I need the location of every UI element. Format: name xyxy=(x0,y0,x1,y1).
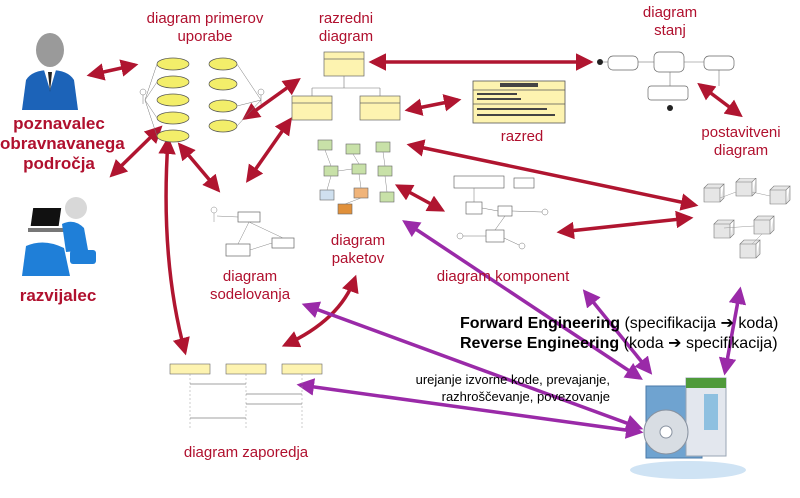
state-diagram-thumbnail xyxy=(597,51,735,111)
collaboration-diagram-thumbnail xyxy=(210,206,295,257)
deployment-diagram-thumbnail xyxy=(703,178,791,259)
arrow-component-deploy xyxy=(556,210,694,240)
reverse-engineering-text: Reverse Engineering (koda ➔ specifikacij… xyxy=(460,334,778,354)
label-state-diagram: diagram stanj xyxy=(642,4,698,39)
tasks-text: urejanje izvorne kode, prevajanje, razhr… xyxy=(415,372,610,404)
label-developer: razvijalec xyxy=(19,286,97,305)
label-component-diagram: diagram komponent xyxy=(436,268,570,285)
label-sequence-diagram: diagram zaporedja xyxy=(183,444,309,461)
arrow-usecase-sequence xyxy=(158,136,190,356)
arrow-sequence-software xyxy=(296,378,644,439)
software-box-icon xyxy=(630,377,746,479)
arrow-deploy-software xyxy=(718,286,747,376)
arrow-developer-usecase xyxy=(109,125,163,178)
label-domain-expert: poznavalec obravnavanega področja xyxy=(0,114,125,173)
arrow-package-deploy xyxy=(406,139,699,211)
arrow-package-component xyxy=(394,184,446,212)
reverse-engineering-desc: (koda ➔ specifikacija) xyxy=(619,335,778,352)
label-deployment-diagram: postavitveni diagram xyxy=(701,124,781,159)
arrow-usecase-class xyxy=(242,77,301,121)
reverse-engineering-title: Reverse Engineering xyxy=(460,335,620,352)
arrow-class-razred xyxy=(404,94,462,116)
package-diagram-thumbnail xyxy=(317,139,395,215)
class-diagram-thumbnail xyxy=(291,51,401,121)
forward-engineering-text: Forward Engineering (specifikacija ➔ kod… xyxy=(460,314,778,334)
arrow-state-deploy xyxy=(697,82,743,118)
forward-engineering-title: Forward Engineering xyxy=(460,315,621,332)
arrow-usecase-collab xyxy=(177,142,221,193)
arrow-class-collab xyxy=(245,117,293,183)
use-case-diagram-thumbnail xyxy=(139,57,265,143)
label-use-case-diagram: diagram primerov uporabe xyxy=(146,10,264,45)
label-collaboration-diagram: diagram sodelovanja xyxy=(209,268,291,303)
sequence-diagram-thumbnail xyxy=(169,363,323,428)
component-diagram-thumbnail xyxy=(453,175,549,250)
label-class: razred xyxy=(500,128,544,145)
arrow-domain-usecase xyxy=(86,59,139,81)
domain-expert-icon xyxy=(22,33,78,110)
label-package-diagram: diagram paketov xyxy=(330,232,386,267)
forward-engineering-desc: (specifikacija ➔ koda) xyxy=(620,315,779,332)
arrow-component-software xyxy=(582,289,653,375)
label-class-diagram: razredni diagram xyxy=(318,10,374,45)
developer-icon xyxy=(22,197,96,276)
class-thumbnail xyxy=(472,80,566,124)
